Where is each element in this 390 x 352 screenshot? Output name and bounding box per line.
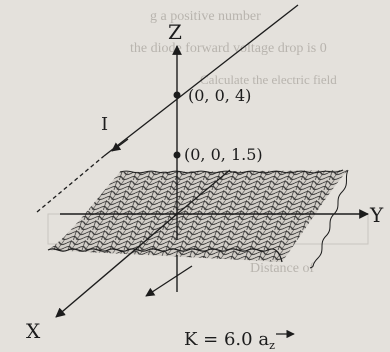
ghost-text-1: g a positive number bbox=[150, 9, 261, 24]
sheet-right-edge bbox=[309, 169, 349, 269]
current-sheet bbox=[47, 169, 349, 269]
line-current-solid bbox=[103, 4, 299, 157]
point-lower-label: (0, 0, 1.5) bbox=[184, 145, 263, 164]
surface-current-subscript: z bbox=[269, 339, 275, 352]
point-z4-marker bbox=[173, 91, 181, 99]
current-direction-arrow bbox=[111, 138, 129, 152]
point-upper-label: (0, 0, 4) bbox=[188, 86, 251, 105]
x-axis bbox=[55, 213, 178, 318]
line-current-dashed bbox=[36, 155, 105, 213]
ghost-text-4: Distance of bbox=[250, 261, 314, 276]
z-points bbox=[173, 91, 181, 159]
line-current bbox=[36, 4, 299, 213]
point-z15-marker bbox=[173, 151, 181, 159]
sheet-front-edge bbox=[47, 248, 283, 263]
surface-current-arrow bbox=[145, 265, 193, 297]
surface-current-label: K = 6.0 az bbox=[184, 329, 275, 352]
x-axis-negative bbox=[176, 169, 231, 215]
z-axis-label: Z bbox=[168, 20, 182, 44]
current-label: I bbox=[101, 114, 108, 135]
ghost-text-2: the diode forward voltage drop is 0 bbox=[130, 41, 327, 56]
x-axis-label: X bbox=[26, 319, 41, 343]
sheet-back-edge bbox=[119, 169, 344, 174]
surface-current-text: K = 6.0 a bbox=[184, 329, 269, 350]
axes bbox=[55, 45, 369, 318]
background-bleed-text: g a positive number the diode forward vo… bbox=[47, 9, 369, 276]
ghost-text-3: Calculate the electric field bbox=[200, 72, 337, 87]
y-axis-label: Y bbox=[369, 203, 384, 227]
